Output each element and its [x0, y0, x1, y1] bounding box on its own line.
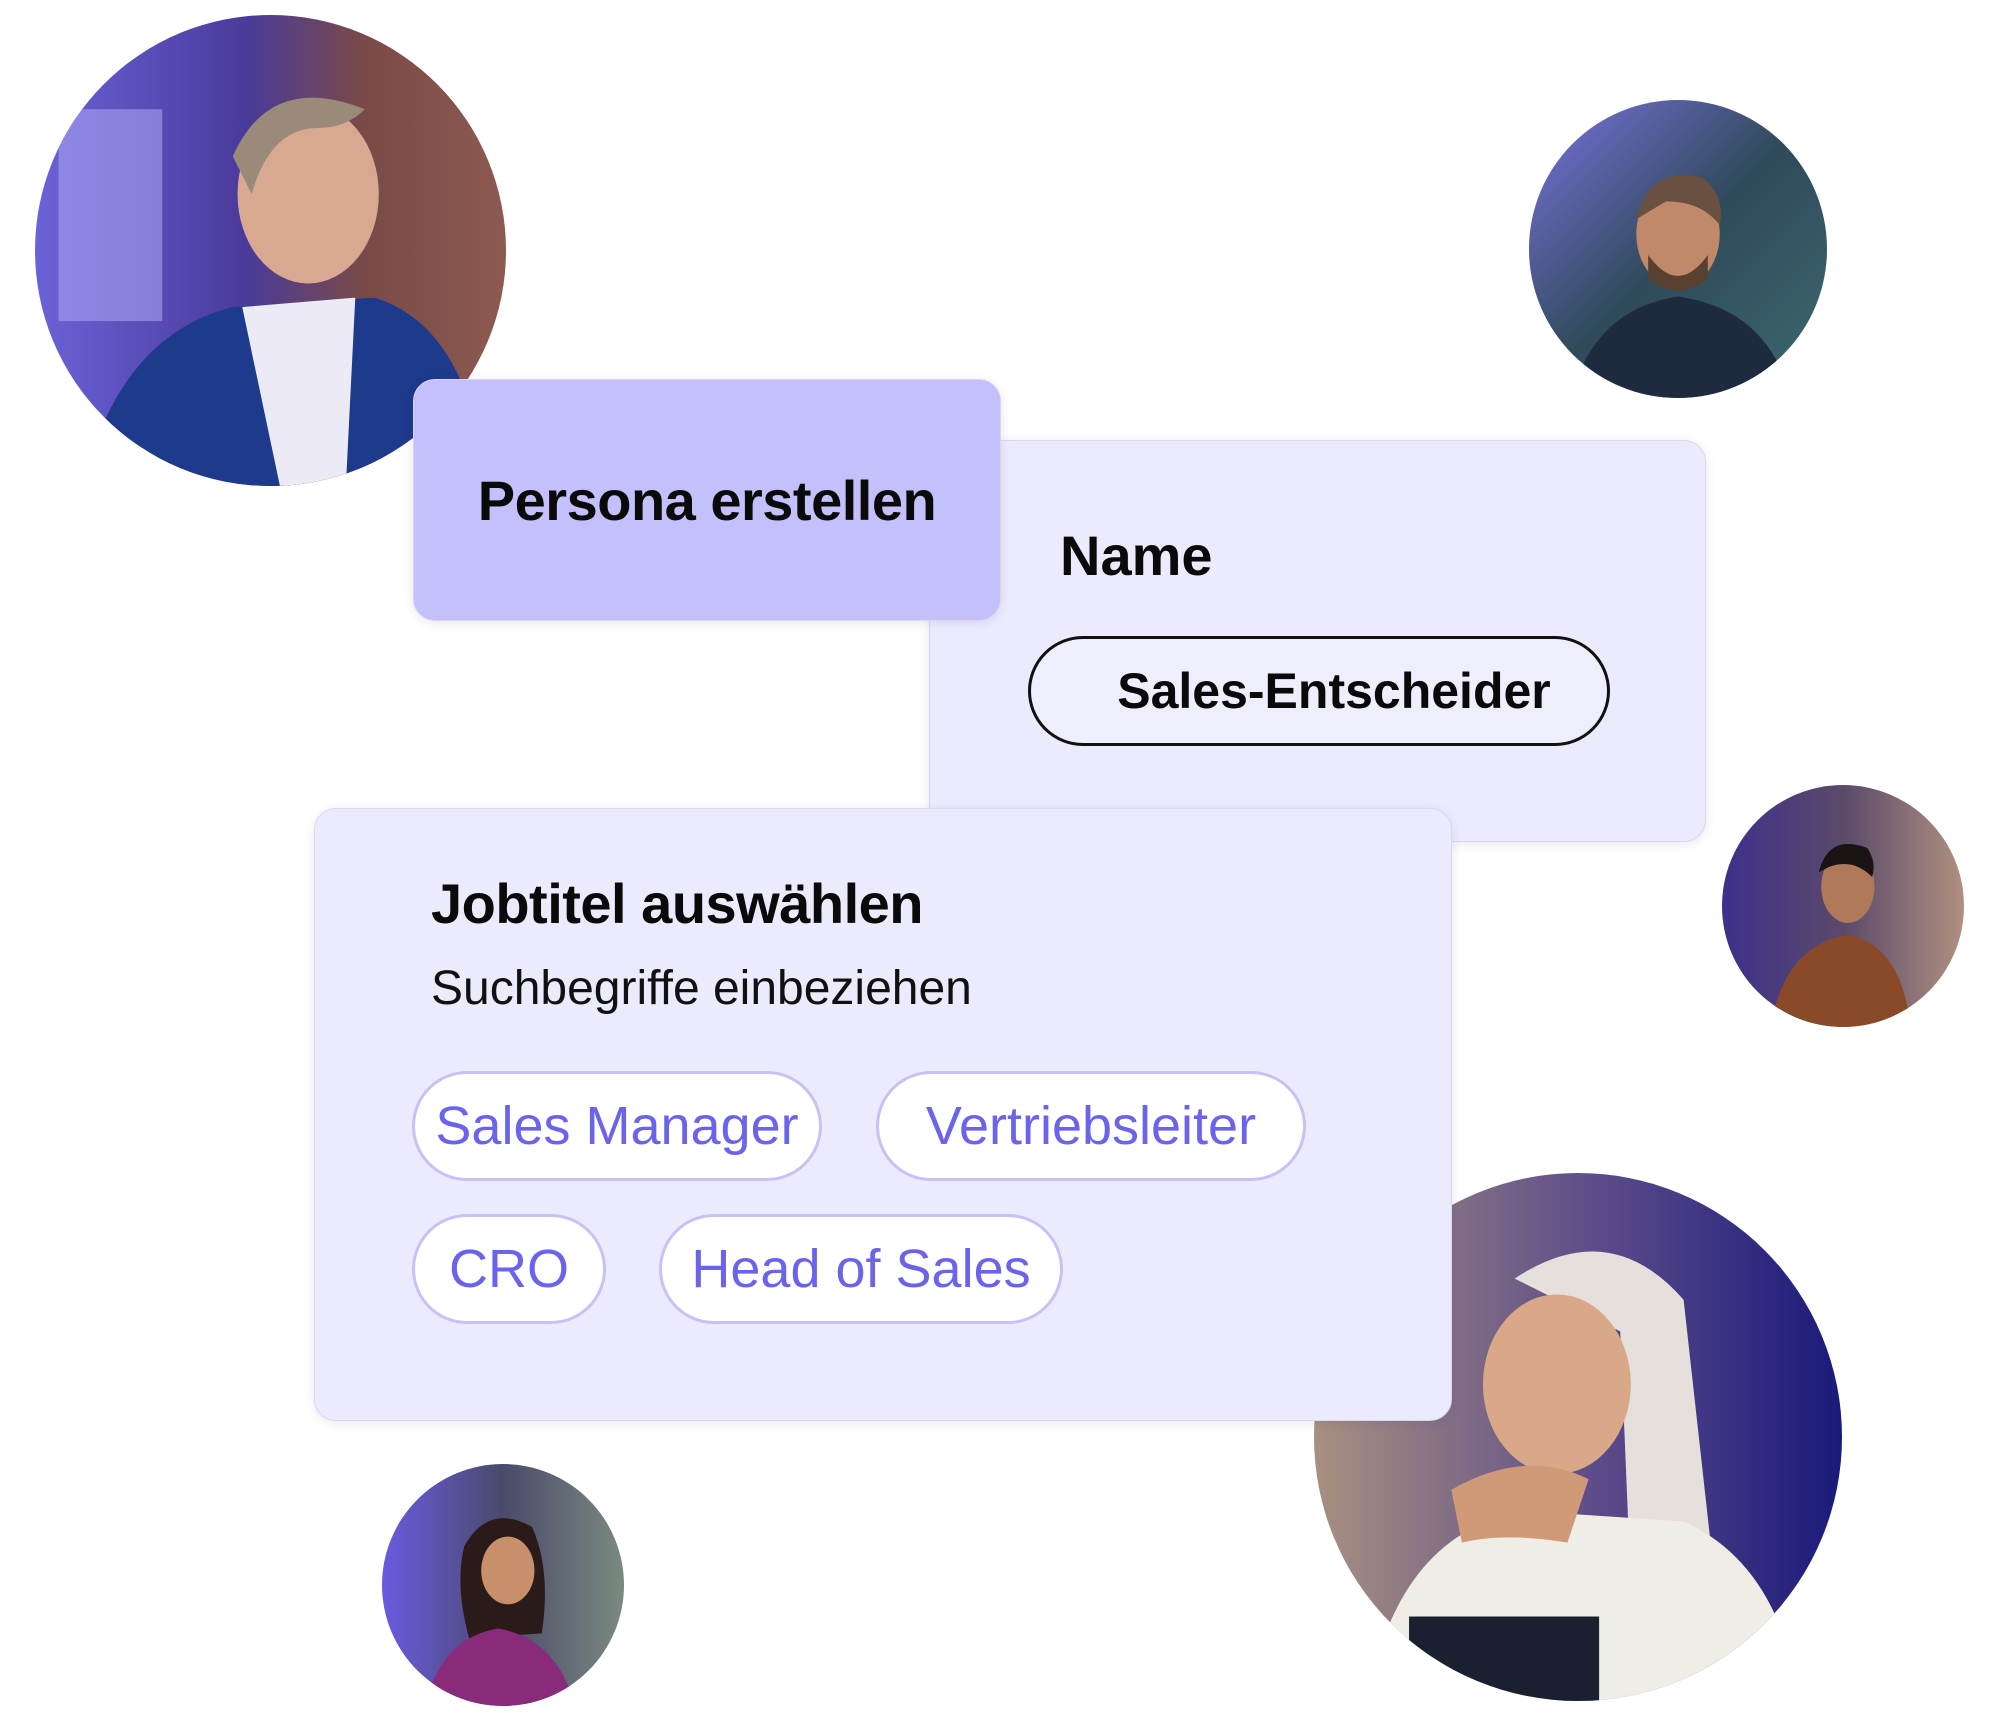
- person-photo-icon: [35, 15, 506, 486]
- person-photo-icon: [382, 1464, 624, 1706]
- chip-sales-manager[interactable]: Sales Manager: [412, 1071, 822, 1181]
- person-photo-icon: [1722, 785, 1964, 1027]
- person-photo-icon: [1529, 100, 1827, 398]
- create-persona-card[interactable]: Persona erstellen: [413, 379, 1001, 621]
- name-input[interactable]: Sales-Entscheider: [1028, 636, 1610, 746]
- job-title-subtitle: Suchbegriffe einbeziehen: [431, 962, 972, 1015]
- chip-vertriebsleiter[interactable]: Vertriebsleiter: [876, 1071, 1306, 1181]
- job-title-heading: Jobtitel auswählen: [431, 872, 924, 935]
- avatar-man-blue-suit: [35, 15, 506, 486]
- name-input-value: Sales-Entscheider: [1117, 663, 1551, 719]
- avatar-bearded-man: [1529, 100, 1827, 398]
- chip-head-of-sales[interactable]: Head of Sales: [659, 1214, 1063, 1324]
- name-card: Name Sales-Entscheider: [929, 440, 1706, 842]
- job-title-card: Jobtitel auswählen Suchbegriffe einbezie…: [314, 808, 1452, 1421]
- name-label: Name: [1060, 524, 1213, 587]
- avatar-man-dark-hair: [1722, 785, 1964, 1027]
- create-persona-title: Persona erstellen: [477, 468, 937, 532]
- avatar-woman-dark-hair: [382, 1464, 624, 1706]
- chip-cro[interactable]: CRO: [412, 1214, 606, 1324]
